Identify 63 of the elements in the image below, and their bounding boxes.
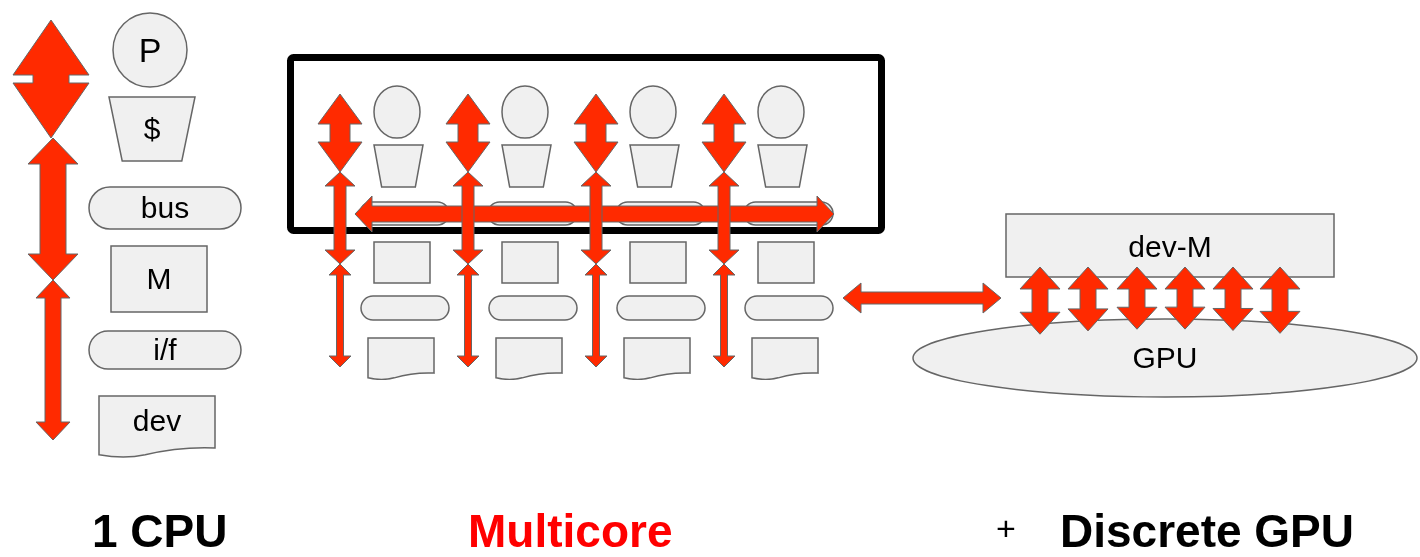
device-document [495,337,563,380]
processor-circle [112,12,188,88]
interface-pill [744,295,834,321]
memory-box [501,241,559,284]
section-title: 1 CPU [92,508,228,554]
cache-trapezoid [629,144,680,188]
cache-trapezoid [108,96,196,162]
device-document [751,337,819,380]
node-label: M [145,264,173,294]
double-arrow [580,171,612,265]
double-arrow [317,93,363,173]
interface-pill [616,295,706,321]
double-arrow [456,263,480,368]
node-label: $ [142,114,162,144]
memory-box [629,241,687,284]
node-label: dev-M [1127,231,1213,262]
node-label: dev [131,406,183,437]
device-document [623,337,691,380]
memory-box [373,241,431,284]
node-label: P [137,33,163,67]
double-arrow [701,93,747,173]
double-arrow [842,282,1002,314]
double-arrow [1019,266,1061,335]
double-arrow [452,171,484,265]
core-circle [373,85,421,139]
memory-box [757,241,815,284]
interface-pill [360,295,450,321]
interface-pill [88,330,242,370]
double-arrow [1259,266,1301,334]
cache-trapezoid [501,144,552,188]
double-arrow [324,171,356,265]
double-arrow [1067,266,1109,332]
core-circle [501,85,549,139]
plus-sign: + [996,511,1016,545]
bus-pill [88,186,242,230]
core-circle [629,85,677,139]
cache-trapezoid [373,144,424,188]
core-circle [757,85,805,139]
memory-box [110,245,208,313]
double-arrow [573,93,619,173]
node-label: GPU [1131,343,1199,373]
double-arrow [354,195,835,233]
node-label: i/f [152,335,178,365]
device-memory-box [1005,213,1335,278]
gpu-ellipse [912,318,1418,398]
device-document [98,395,216,458]
interface-pill [488,295,578,321]
device-document [367,337,435,380]
double-arrow [708,171,740,265]
double-arrow [1164,266,1206,330]
double-arrow [328,263,352,368]
double-arrow [1116,266,1158,330]
double-arrow [35,279,71,441]
node-label: bus [139,193,191,223]
cache-trapezoid [757,144,808,188]
double-arrow [712,263,736,368]
double-arrow [12,19,90,139]
double-arrow [584,263,608,368]
section-title: Multicore [468,508,673,554]
double-arrow [445,93,491,173]
double-arrow [1212,266,1254,331]
double-arrow [27,137,79,281]
section-title: Discrete GPU [1060,508,1354,554]
